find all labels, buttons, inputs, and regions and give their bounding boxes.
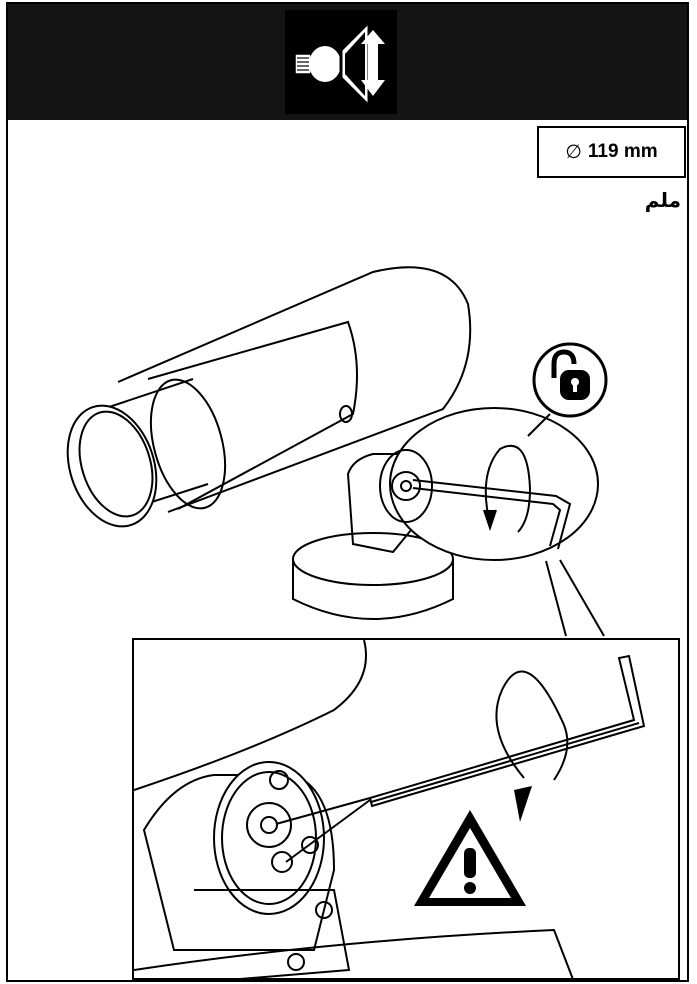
warning-icon xyxy=(410,806,530,911)
detail-zoom-box xyxy=(132,638,680,980)
page-frame: ∅ 119 mm ملم xyxy=(6,2,689,982)
unlock-icon xyxy=(534,344,606,416)
detail-illustration xyxy=(134,640,680,980)
